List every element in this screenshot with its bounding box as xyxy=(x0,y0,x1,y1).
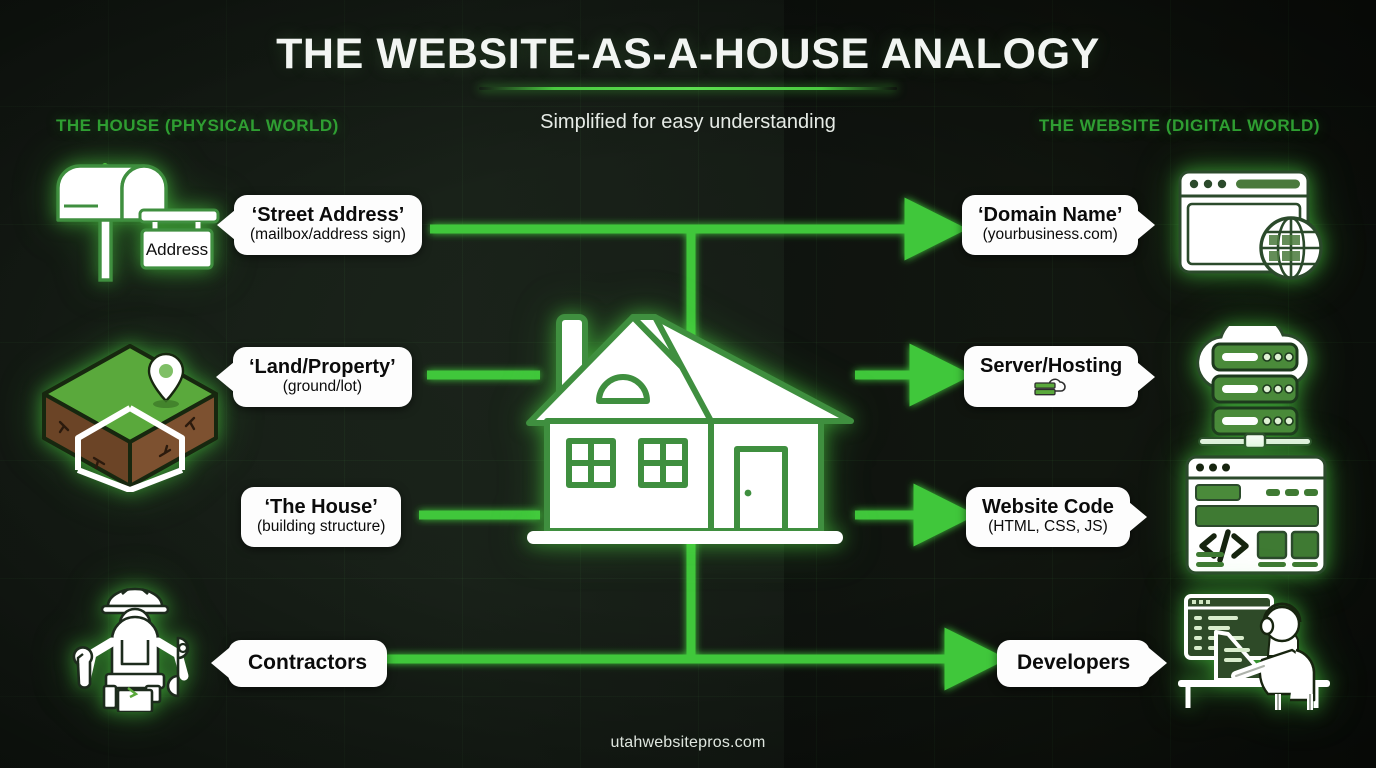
browser-globe-icon xyxy=(1174,166,1334,289)
label-title: ‘Domain Name’ xyxy=(978,204,1123,226)
box-pointer-left xyxy=(217,209,235,240)
label-land-property[interactable]: ‘Land/Property’ (ground/lot) xyxy=(216,347,412,407)
label-subtitle: (HTML, CSS, JS) xyxy=(988,518,1108,536)
svg-text:Address: Address xyxy=(146,240,208,259)
contractor-icon xyxy=(56,578,214,717)
label-title: Developers xyxy=(1017,651,1131,674)
label-subtitle: (building structure) xyxy=(257,518,386,536)
page-title: THE WEBSITE-AS-A-HOUSE ANALOGY xyxy=(276,30,1100,78)
mailbox-icon: Address xyxy=(48,158,220,287)
box-pointer-left xyxy=(211,648,229,679)
label-website-code[interactable]: Website Code (HTML, CSS, JS) xyxy=(966,487,1147,547)
label-title: ‘The House’ xyxy=(264,496,378,518)
box-pointer-left xyxy=(216,361,234,392)
left-column-heading: THE HOUSE (PHYSICAL WORLD) xyxy=(56,116,339,135)
label-domain-name[interactable]: ‘Domain Name’ (yourbusiness.com) xyxy=(962,195,1156,255)
footer-site-url: utahwebsitepros.com xyxy=(610,734,766,751)
label-developers[interactable]: Developers xyxy=(997,640,1168,687)
box-pointer-right xyxy=(1128,501,1147,532)
box-pointer-right xyxy=(1137,209,1156,240)
label-title: ‘Street Address’ xyxy=(251,204,405,226)
server-rack-icon xyxy=(980,378,1122,397)
right-column-heading: THE WEBSITE (DIGITAL WORLD) xyxy=(1038,116,1320,135)
box-pointer-right xyxy=(1149,648,1168,679)
label-title: Contractors xyxy=(248,651,368,674)
label-subtitle: (ground/lot) xyxy=(282,378,362,396)
land-plot-icon xyxy=(34,330,226,497)
house-icon xyxy=(521,293,861,558)
label-subtitle: (mailbox/address sign) xyxy=(250,226,406,244)
label-street-address[interactable]: ‘Street Address’ (mailbox/address sign) xyxy=(217,195,422,255)
label-title: Server/Hosting xyxy=(980,355,1123,377)
label-server-hosting[interactable]: Server/Hosting xyxy=(964,346,1156,408)
label-title: Website Code xyxy=(982,496,1114,518)
label-title: ‘Land/Property’ xyxy=(249,356,396,378)
code-browser-icon xyxy=(1182,452,1330,583)
label-contractors[interactable]: Contractors xyxy=(211,640,388,687)
label-subtitle: (yourbusiness.com) xyxy=(982,226,1118,244)
title-underline xyxy=(479,87,897,90)
page-subtitle: Simplified for easy understanding xyxy=(540,111,836,133)
cloud-server-icon xyxy=(1177,312,1333,453)
developer-desk-icon xyxy=(1172,588,1338,715)
box-pointer-right xyxy=(1137,361,1156,392)
label-the-house[interactable]: ‘The House’ (building structure) xyxy=(241,487,402,547)
